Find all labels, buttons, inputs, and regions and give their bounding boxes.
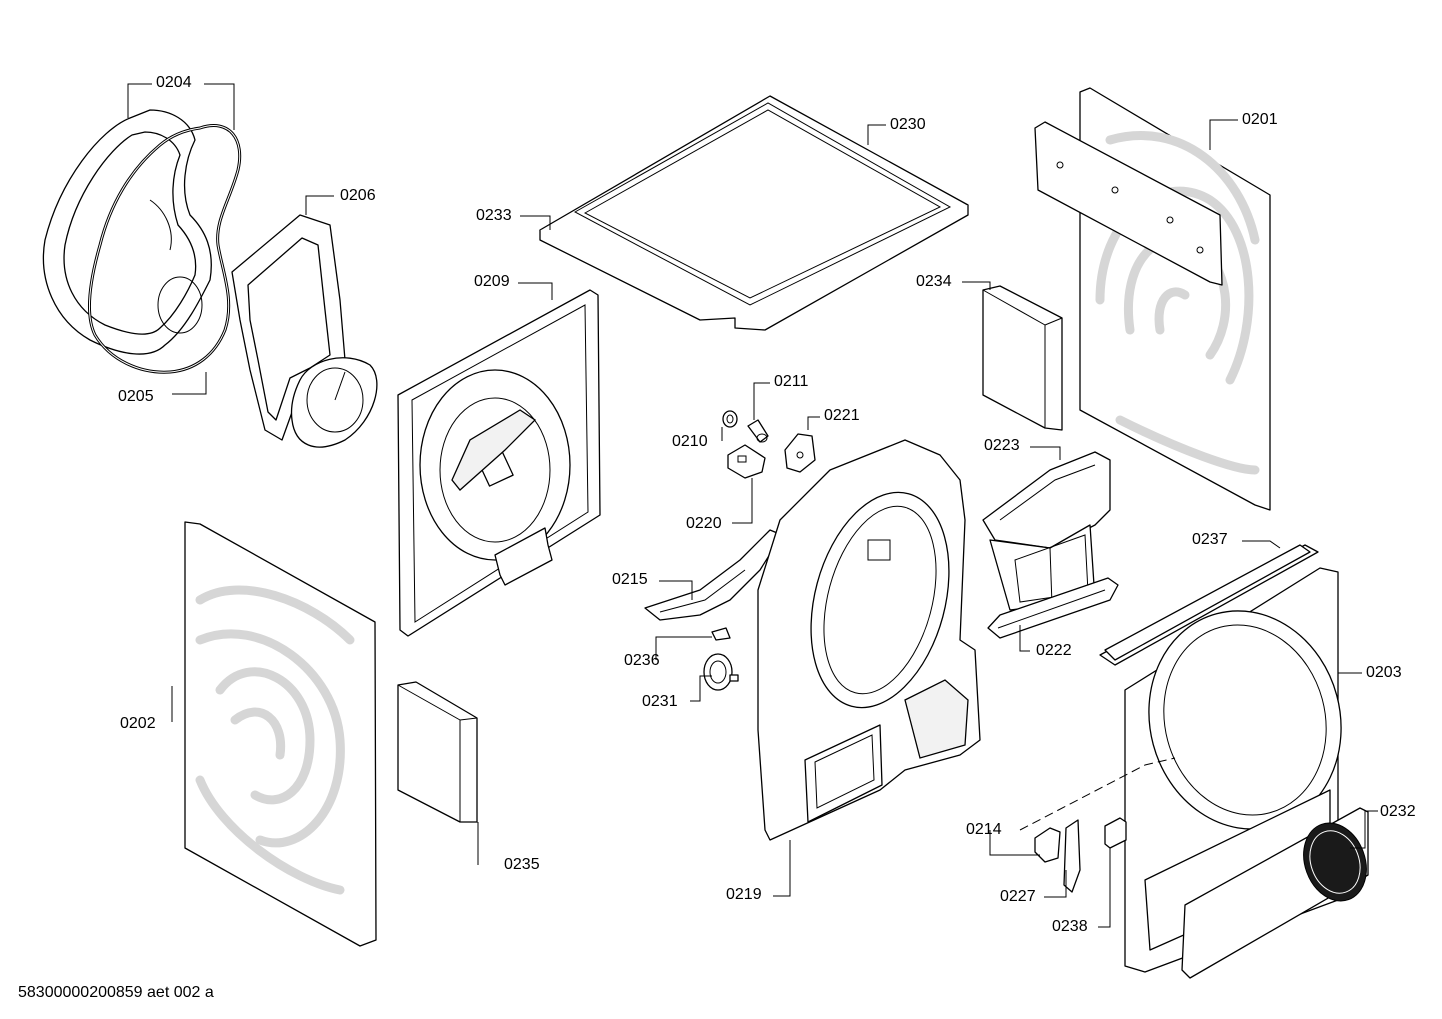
part-0219-base-frame [757,439,981,841]
label-0202: 0202 [120,715,156,732]
label-0211: 0211 [774,373,809,390]
label-0219: 0219 [726,886,762,903]
label-0235: 0235 [504,856,540,873]
label-0233: 0233 [476,207,512,224]
label-0232: 0232 [1380,803,1416,820]
label-0236: 0236 [624,652,660,669]
label-0237: 0237 [1192,531,1228,548]
part-0231-knob [703,653,739,691]
label-0201: 0201 [1242,111,1278,128]
part-0230-top-cover [539,95,969,331]
label-0223: 0223 [984,437,1020,454]
part-0205-gasket [88,124,242,374]
label-0206: 0206 [340,187,376,204]
part-0211-pin [747,419,769,443]
part-0227-strip [1063,819,1081,893]
label-0214: 0214 [966,821,1002,838]
label-0204: 0204 [156,74,192,91]
part-0234-insulation-mat [982,285,1063,431]
part-0232-grille [1181,807,1369,979]
part-0206-duct-frame [231,214,378,448]
label-0234: 0234 [916,273,952,290]
label-0220: 0220 [686,515,722,532]
label-0221: 0221 [824,407,860,424]
part-0237-strip [1104,544,1311,661]
part-0210-plug [722,410,738,428]
part-0238-block [1104,817,1127,849]
label-0203: 0203 [1366,664,1402,681]
label-0222: 0222 [1036,642,1072,659]
document-id: 58300000200859 aet 002 a [18,984,214,1001]
label-0238: 0238 [1052,918,1088,935]
leader-lines [127,83,1378,928]
part-0236-clip [711,627,731,641]
label-0210: 0210 [672,433,708,450]
part-0204-door-seal-frame [42,109,212,355]
part-0221-switch [784,433,816,473]
part-0202-side-panel [184,521,377,947]
part-0235-insulation-mat [397,681,478,823]
label-0205: 0205 [118,388,154,405]
label-0215: 0215 [612,571,648,588]
part-0222-seal [987,577,1119,639]
label-0230: 0230 [890,116,926,133]
label-0231: 0231 [642,693,678,710]
part-0209-rear-wall [397,289,601,637]
part-0201-side-panel [1034,87,1271,511]
part-0220-switch [727,444,766,479]
label-0227: 0227 [1000,888,1036,905]
label-0209: 0209 [474,273,510,290]
part-0214-latch [1034,827,1061,863]
part-0223-fluff-filter [982,451,1111,611]
